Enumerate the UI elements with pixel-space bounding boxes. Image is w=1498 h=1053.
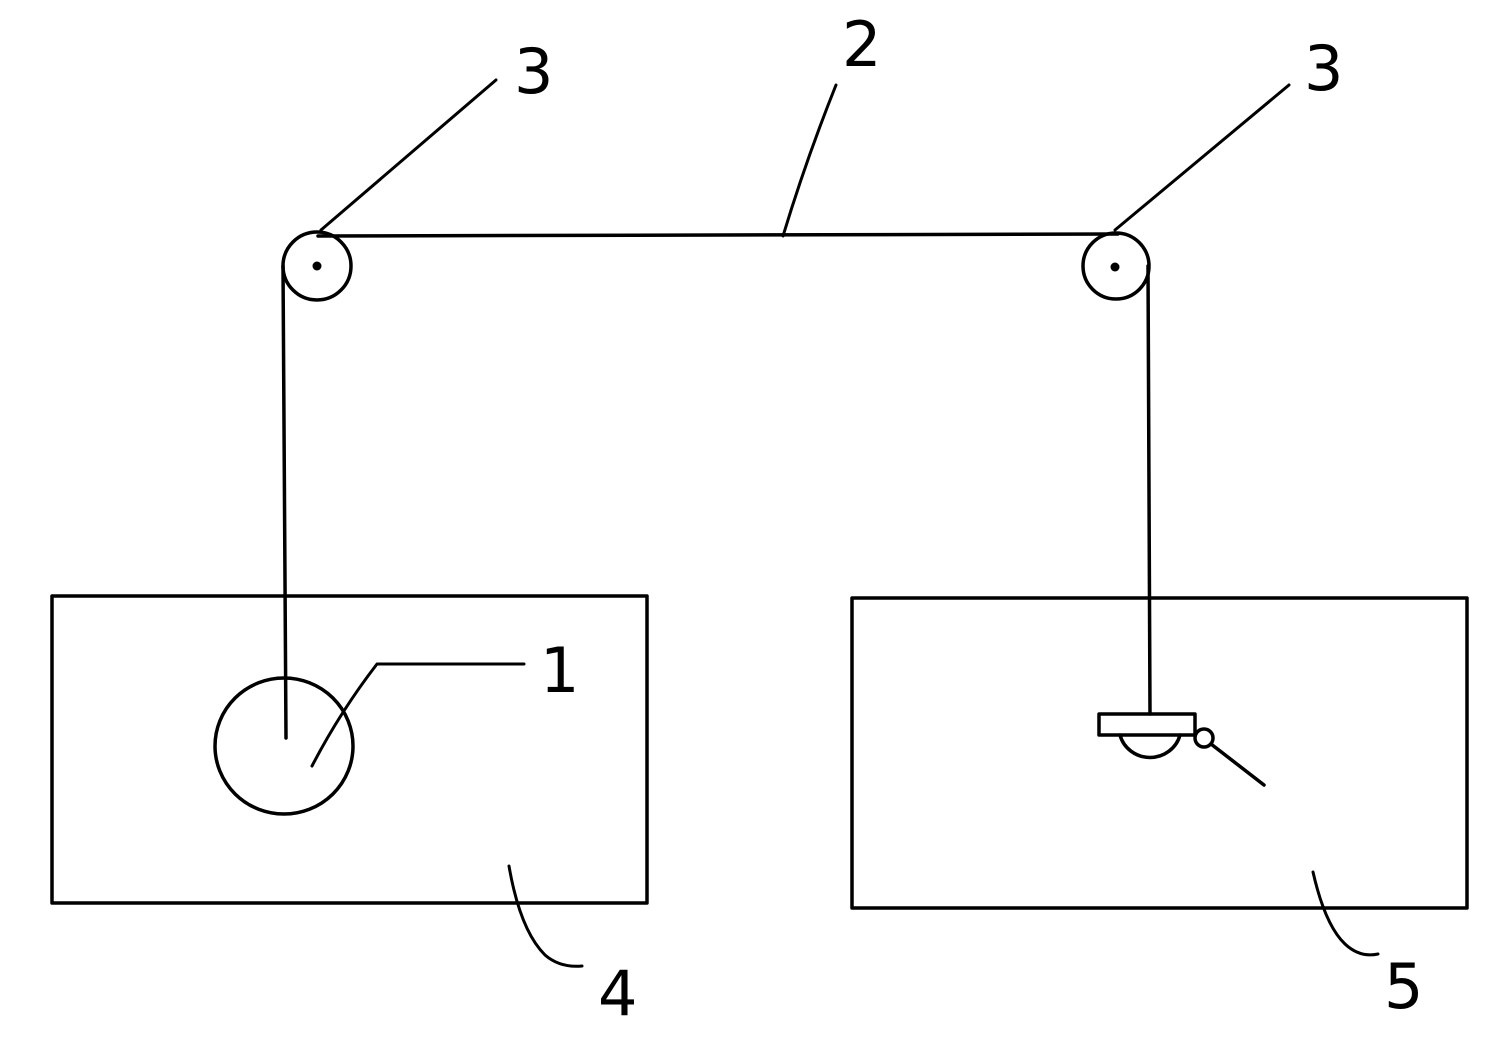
leader-line-3-left (319, 78, 498, 232)
sensor-device (1097, 712, 1266, 787)
label-left-tank: 4 (598, 957, 637, 1030)
label-rope: 2 (842, 8, 881, 81)
rope-right-segment (1146, 264, 1152, 716)
label-ball: 1 (540, 634, 579, 707)
rope-left-segment (281, 264, 288, 740)
label-right-tank: 5 (1384, 950, 1423, 1023)
leader-line-4 (507, 864, 584, 968)
right-pulley (1081, 231, 1151, 301)
right-tank (850, 596, 1469, 910)
label-pulley-left: 3 (514, 35, 553, 108)
right-pulley-axle (1110, 262, 1120, 272)
rope-top-segment (316, 232, 1120, 238)
left-tank (50, 594, 649, 905)
label-pulley-right: 3 (1304, 32, 1343, 105)
ball (213, 676, 355, 816)
left-pulley (281, 230, 353, 302)
leader-line-3-right (1113, 83, 1291, 232)
left-pulley-axle (312, 261, 322, 271)
leader-line-1 (310, 662, 526, 768)
leader-line-2 (781, 83, 838, 238)
leader-line-5 (1311, 870, 1380, 957)
